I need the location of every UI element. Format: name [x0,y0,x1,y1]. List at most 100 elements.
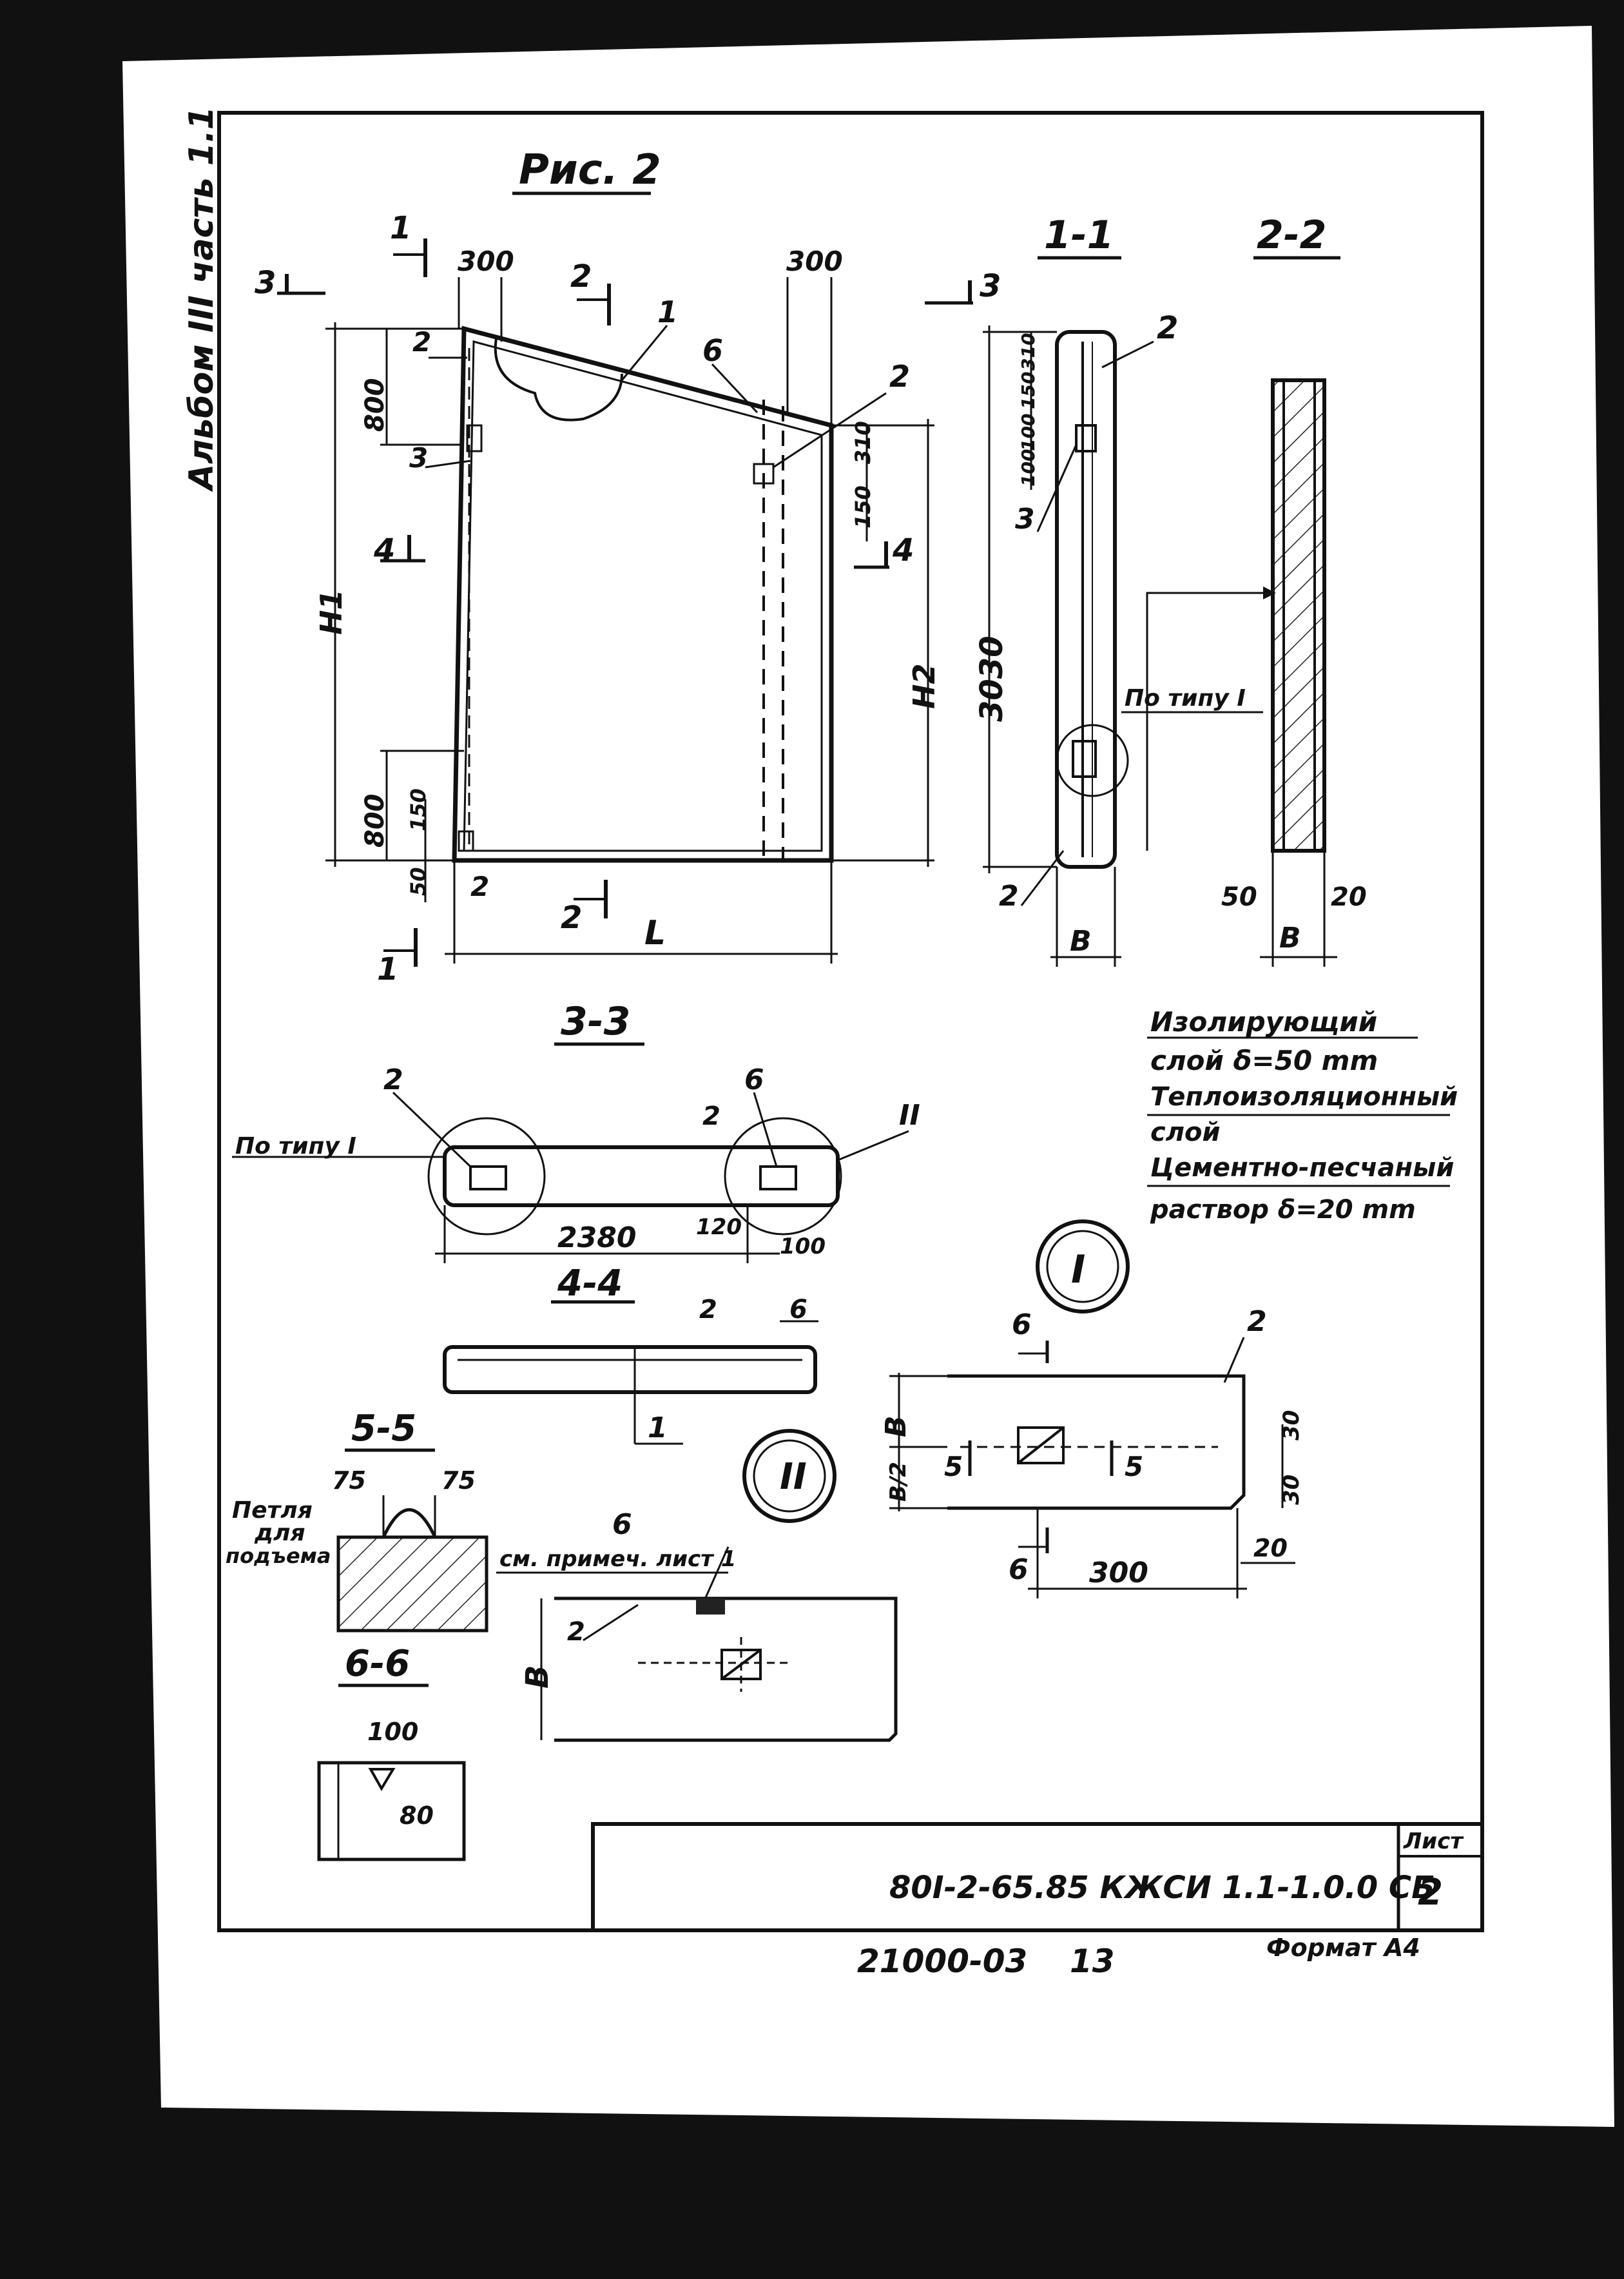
dim-310-sec: 310 [1018,333,1039,371]
detail-circle [724,1117,842,1236]
dim-20-detail-i: 20 [1253,1534,1288,1562]
dim-75-left: 75 [332,1466,366,1495]
embedded-part [1075,424,1097,452]
leader-2-detail-i: 2 [1247,1305,1267,1338]
leader [773,392,887,469]
section-mark-2-top: 2 [570,258,592,295]
format-label: Формат А4 [1266,1934,1420,1962]
leader-3-sec: 3 [1015,503,1035,536]
loop-label-1: Петля [232,1497,313,1524]
callout-type1-sec: По типу I [1125,685,1246,712]
layer-text-3: Теплоизоляционный [1150,1082,1458,1112]
loop-label-3: подъема [226,1544,331,1568]
dim-100-sec: 100 [1018,414,1039,451]
dim-150-right: 150 [851,485,875,529]
detail-i-label: I [1071,1247,1085,1292]
dim-800-top: 800 [360,378,390,432]
dim-100-sec-2: 100 [1018,449,1039,487]
section-mark-1-top: 1 [390,210,411,246]
leader [1020,850,1065,906]
layer-text-5: Цементно-песчаный [1150,1153,1454,1183]
section-5-5-title: 5-5 [351,1408,416,1450]
leader-6: 6 [702,333,723,368]
leader-6-33: 6 [744,1063,764,1096]
dim-b-detail-i: B [880,1415,913,1437]
section-mark-3-right: 3 [980,268,1001,304]
lifting-loop [382,1508,437,1538]
leader [392,1091,472,1168]
section-6-6: 6-6 100 80 [317,1643,466,1861]
dim-20-sec22: 20 [1331,882,1367,912]
document-code: 80I-2-65.85 КЖСИ 1.1-1.0.0 СБ [889,1870,1435,1906]
leader-2-33: 2 [383,1063,403,1096]
dim-300-left: 300 [458,246,514,277]
layer-text-1: Изолирующий [1150,1006,1377,1038]
mark-6-bottom: 6 [1009,1553,1029,1586]
dim-30-top: 30 [1279,1410,1304,1440]
dim-30-bottom: 30 [1279,1475,1304,1505]
leader-2-bottom: 2 [470,871,489,902]
section-4-4-title: 4-4 [557,1263,623,1304]
dim-50-sec22: 50 [1221,882,1257,912]
leader-2-detail: 2 [567,1617,585,1647]
section-2-2: 2-2 B 50 20 [1146,213,1367,967]
section-6-6-title: 6-6 [345,1643,410,1685]
cutout-break-line [494,338,623,422]
leader-2-44: 2 [699,1295,717,1324]
detail-ii: II 6 см. примеч. лист 1 B 2 [496,1429,898,1742]
detail-i-body [947,1374,1246,1510]
leader [1223,1337,1245,1383]
loop-label-2: для [254,1520,305,1546]
section-3-3-title: 3-3 [561,999,630,1044]
note-ref: см. примеч. лист 1 [499,1546,736,1572]
layer-leader [1146,592,1263,851]
mark-6-top: 6 [1012,1308,1032,1341]
dim-310: 310 [851,421,875,464]
arrow-head [1263,587,1276,599]
leader-1-44: 1 [648,1411,668,1444]
album-label: Альбом III часть 1.1 [182,106,221,492]
wall-layers-hatched [1271,378,1326,853]
leader-3: 3 [409,442,428,474]
leader [583,1604,639,1642]
section-2-2-title: 2-2 [1257,213,1326,258]
embedded-part [458,830,474,852]
leader [1036,444,1078,532]
leader-6-44: 6 [789,1295,807,1324]
dim-l: L [644,914,666,953]
embedded-part [466,424,483,452]
leader-2-sec: 2 [1157,310,1178,346]
layer-text-6: раствор δ=20 mm [1150,1195,1416,1225]
section-6-6-body [317,1761,466,1861]
dim-300-right: 300 [786,246,843,277]
dim-100-33: 100 [780,1234,826,1259]
section-1-1-body [1055,330,1117,869]
section-mark-1-bottom: 1 [377,951,398,987]
embedded-part [753,463,775,485]
leader [711,363,759,414]
dim-3030: 3030 [974,635,1010,722]
dim-800-bottom: 800 [360,794,390,848]
section-4-4-body [443,1345,817,1394]
dim-h2: H2 [907,663,942,709]
sheet-label: Лист [1403,1828,1464,1854]
detail-circle [427,1117,546,1236]
dim-150: 150 [406,788,430,831]
section-mark-3-left: 3 [255,265,276,301]
section-1-1: 1-1 3030 310 150 100 100 2 3 2 По типу I… [974,213,1263,967]
leader-2-33b: 2 [702,1101,720,1131]
dim-h1: H1 [314,589,349,635]
embedded-part [1072,740,1097,778]
leader [837,1130,909,1161]
section-3-3: 3-3 По типу I 2 6 2 II 2380 120 100 [232,999,920,1263]
leader [701,1546,730,1605]
leader [753,1092,778,1167]
embedded-part [469,1165,507,1190]
leader-2-sec-bottom: 2 [999,880,1019,913]
paper [122,26,1614,2127]
section-5-5-body [336,1535,488,1633]
title-block: Лист 2 80I-2-65.85 КЖСИ 1.1-1.0.0 СБ [591,1822,1484,1932]
mark-5-left: 5 [944,1451,963,1482]
section-5-5: 5-5 75 75 Петля для подъема [226,1408,488,1633]
